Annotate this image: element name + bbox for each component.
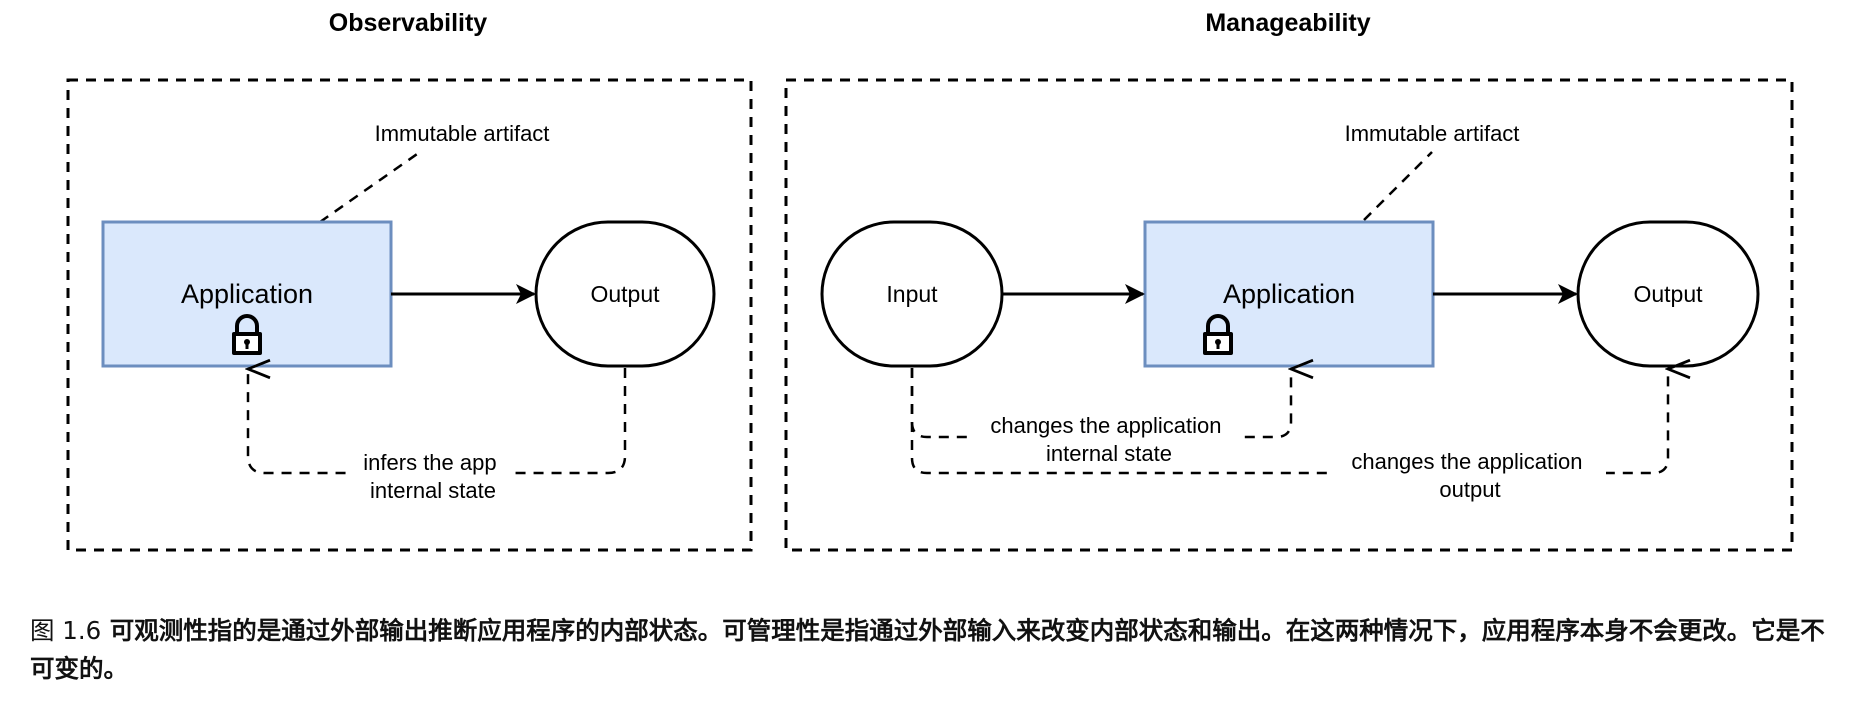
observability-feedback-label-line1: infers the app bbox=[363, 450, 496, 475]
observability-output-label: Output bbox=[590, 281, 660, 307]
manageability-output-change-label: changes the application output bbox=[1351, 449, 1588, 502]
manageability-input-node: Input bbox=[820, 220, 1004, 368]
manageability-title: Manageability bbox=[1205, 9, 1370, 37]
manageability-application-box: Application bbox=[1143, 220, 1435, 368]
observability-application-label: Application bbox=[181, 279, 313, 309]
observability-feedback-label: infers the app internal state bbox=[363, 450, 502, 503]
manageability-output-change-label-line1: changes the application bbox=[1351, 449, 1582, 474]
observability-frame bbox=[66, 78, 753, 552]
manageability-input-label: Input bbox=[886, 281, 938, 307]
observability-panel: Observability Immutable artifact Applica… bbox=[66, 9, 753, 552]
manageability-application-label: Application bbox=[1223, 279, 1355, 309]
figure-caption: 图 1.6 可观测性指的是通过外部输出推断应用程序的内部状态。可管理性是指通过外… bbox=[30, 612, 1830, 688]
manageability-state-label-line1: changes the application bbox=[990, 413, 1221, 438]
diagram: Observability Immutable artifact Applica… bbox=[66, 9, 1794, 552]
observability-artifact-label: Immutable artifact bbox=[375, 121, 550, 146]
observability-title: Observability bbox=[329, 9, 487, 37]
manageability-output-label: Output bbox=[1633, 281, 1703, 307]
manageability-output-node: Output bbox=[1576, 220, 1760, 368]
manageability-panel: Manageability Immutable artifact Input A… bbox=[784, 9, 1794, 552]
observability-application-box: Application bbox=[101, 220, 393, 368]
manageability-artifact-connector bbox=[1363, 151, 1433, 221]
figure-number: 图 1.6 bbox=[30, 616, 102, 645]
observability-output-node: Output bbox=[534, 220, 716, 368]
manageability-artifact-label: Immutable artifact bbox=[1345, 121, 1520, 146]
manageability-state-label: changes the application internal state bbox=[990, 413, 1227, 466]
lock-icon bbox=[1203, 314, 1233, 355]
manageability-state-label-line2: internal state bbox=[1046, 441, 1172, 466]
observability-artifact-connector bbox=[319, 150, 421, 224]
manageability-output-change-label-line2: output bbox=[1439, 477, 1500, 502]
lock-icon bbox=[232, 314, 262, 355]
observability-feedback-label-line2: internal state bbox=[370, 478, 496, 503]
figure-caption-text: 可观测性指的是通过外部输出推断应用程序的内部状态。可管理性是指通过外部输入来改变… bbox=[30, 616, 1825, 683]
manageability-output-change-arrow bbox=[910, 368, 1668, 475]
observability-feedback-arrow bbox=[248, 368, 627, 475]
